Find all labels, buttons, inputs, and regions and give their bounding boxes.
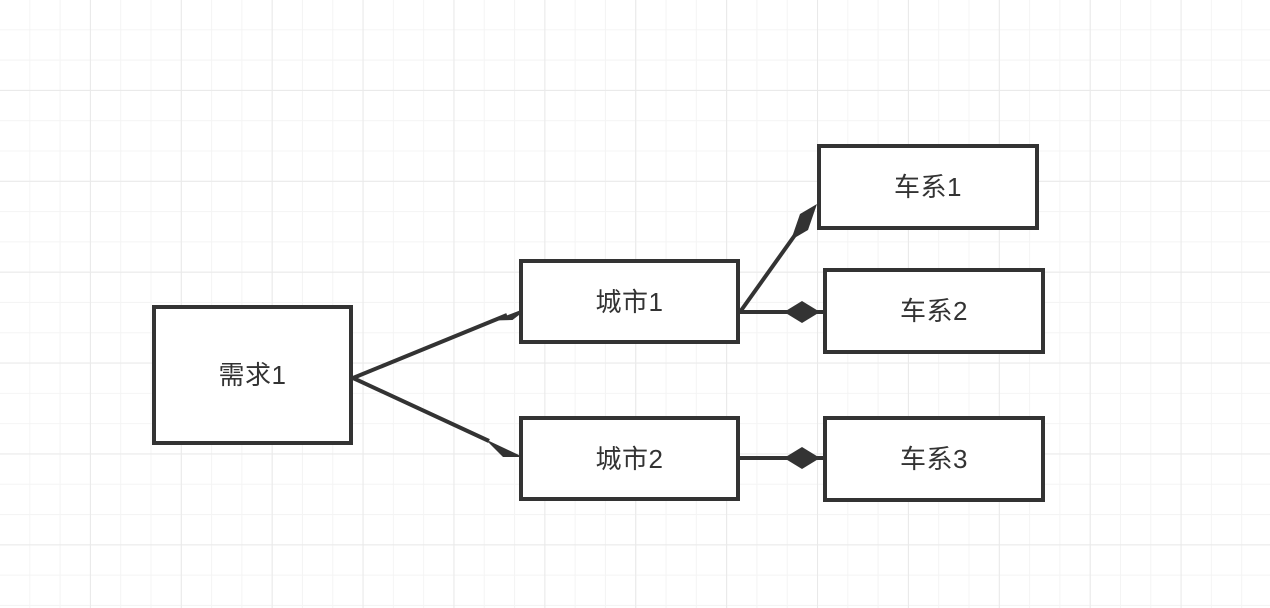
edge-demand1-city1[interactable] xyxy=(352,305,531,380)
node-demand1[interactable]: 需求1 xyxy=(152,305,353,445)
node-series2-label: 车系2 xyxy=(900,296,968,326)
aggregation-diamond-icon xyxy=(784,301,820,323)
node-series2[interactable]: 车系2 xyxy=(823,268,1045,354)
edge-city1-series2[interactable] xyxy=(740,301,823,323)
node-city2[interactable]: 城市2 xyxy=(519,416,740,501)
node-city1[interactable]: 城市1 xyxy=(519,259,740,344)
aggregation-diamond-icon xyxy=(791,204,817,240)
aggregation-diamond-icon xyxy=(487,440,521,456)
edge-demand1-city2[interactable] xyxy=(352,376,521,457)
node-demand1-label: 需求1 xyxy=(218,360,287,390)
node-series1[interactable]: 车系1 xyxy=(817,144,1039,230)
aggregation-diamond-icon xyxy=(784,447,820,469)
node-city2-label: 城市2 xyxy=(595,443,664,474)
node-series1-label: 车系1 xyxy=(894,172,962,202)
edge-city1-series1[interactable] xyxy=(738,204,817,314)
node-city1-label: 城市1 xyxy=(595,286,664,317)
node-series3[interactable]: 车系3 xyxy=(823,416,1045,502)
node-series3-label: 车系3 xyxy=(900,444,968,474)
edge-city2-series3[interactable] xyxy=(740,447,823,469)
